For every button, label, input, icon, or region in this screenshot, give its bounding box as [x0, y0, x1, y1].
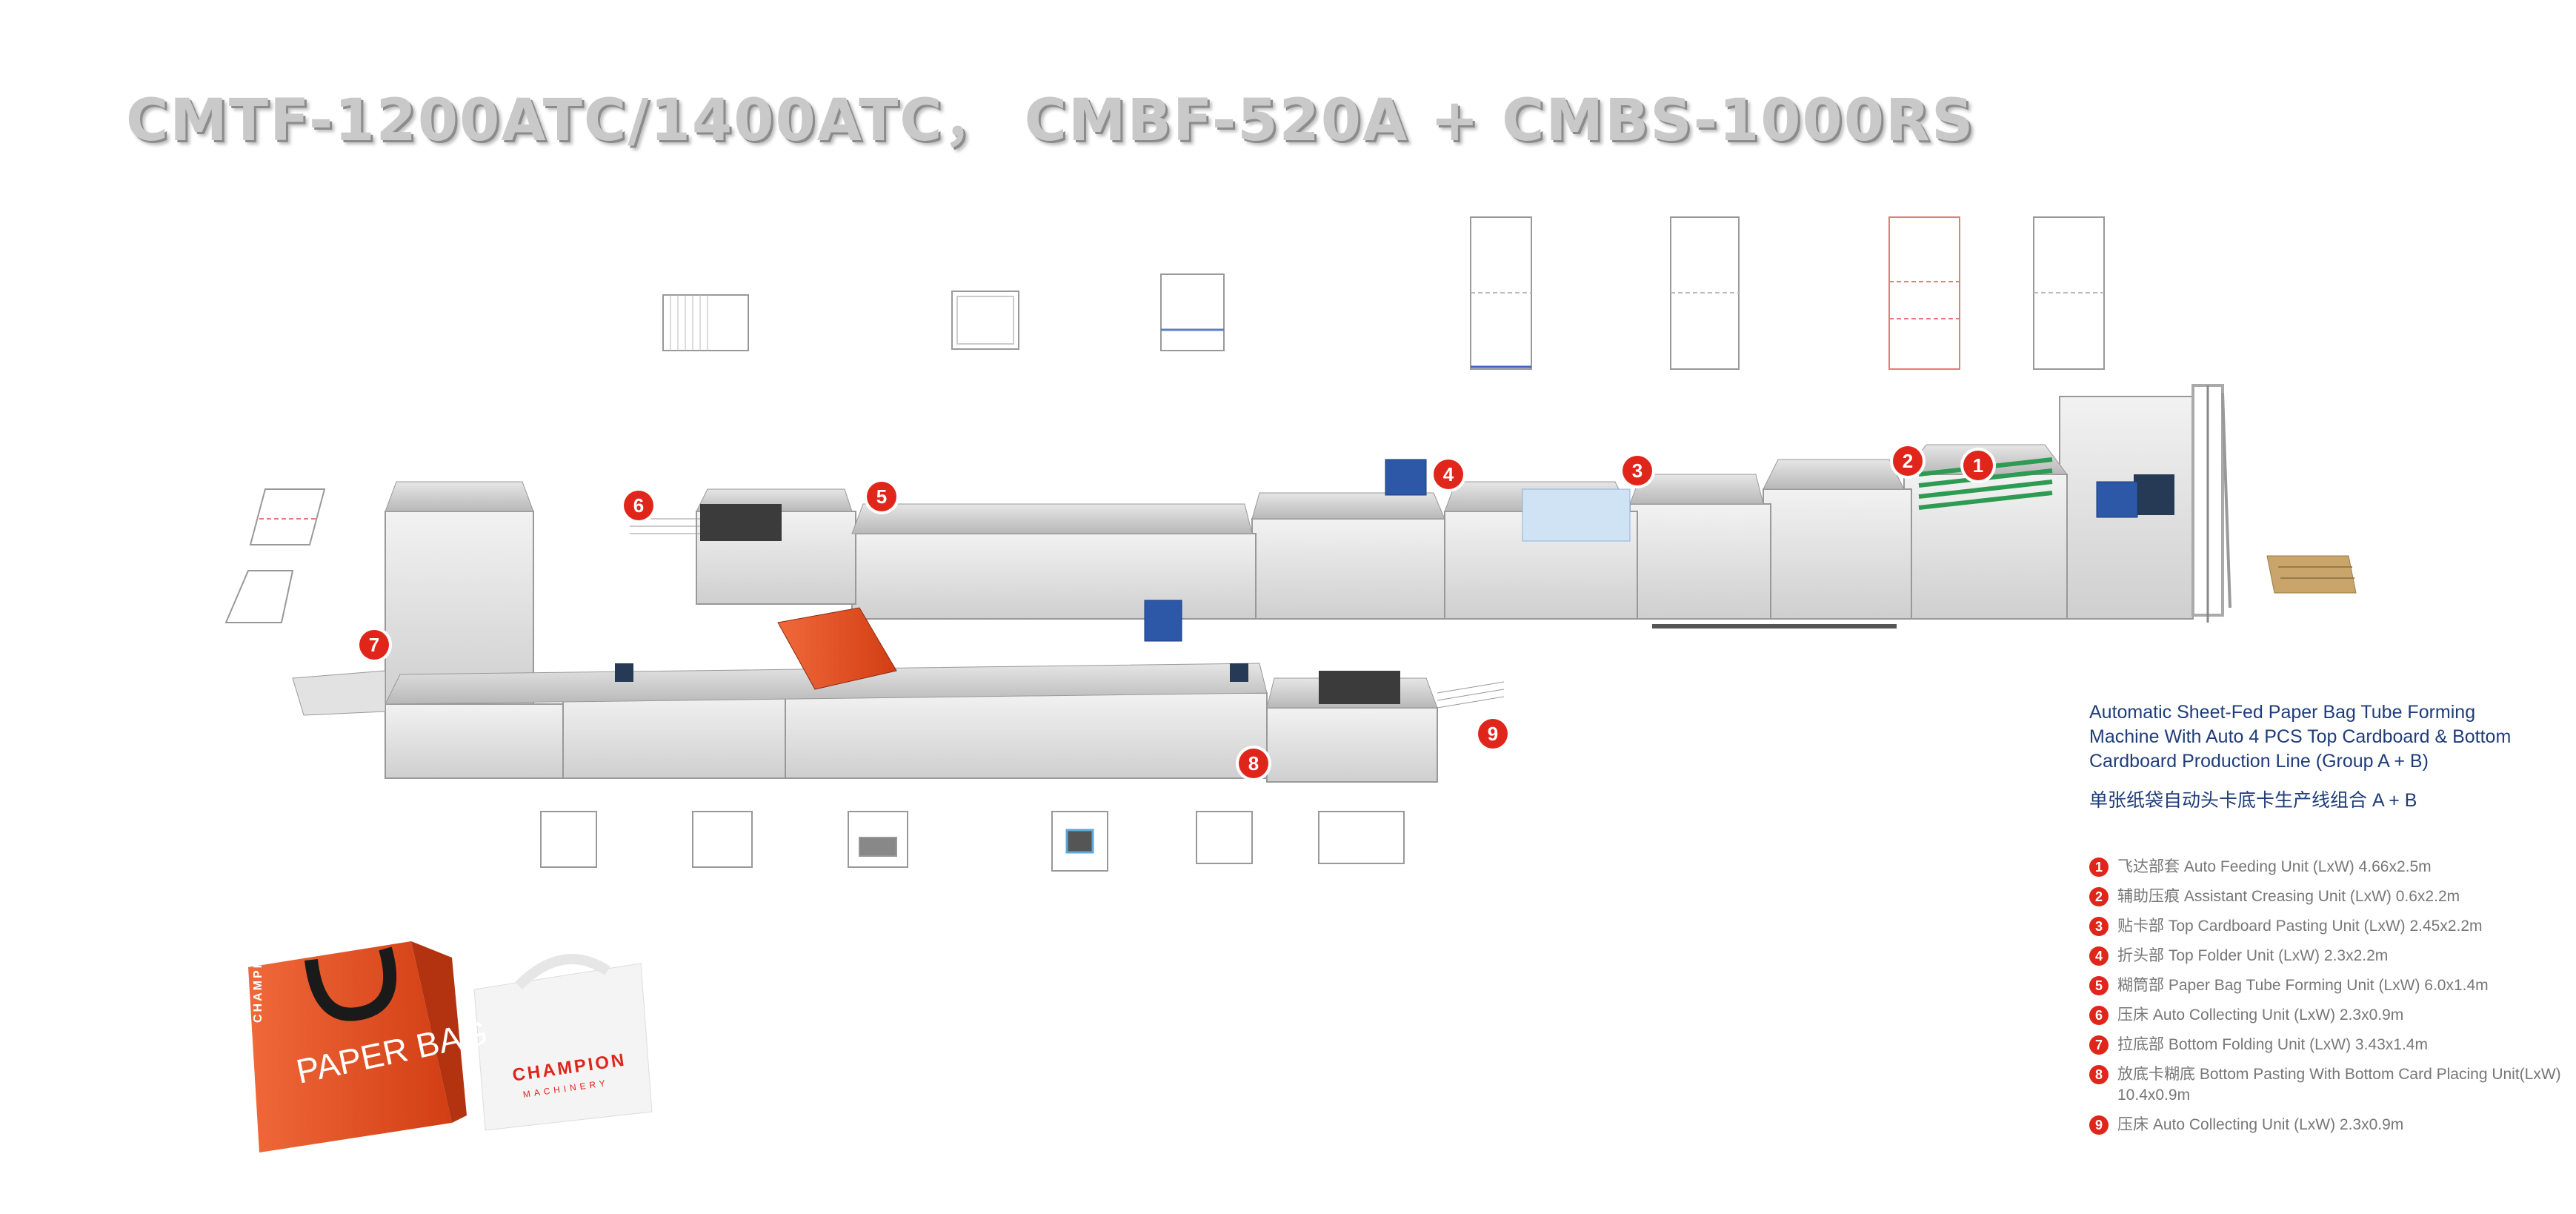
unit-item: 8 放底卡糊底 Bottom Pasting With Bottom Card P… — [2089, 1064, 2563, 1106]
callout-marker-4: 4 — [1434, 460, 1463, 489]
unit-description: 糊筒部 Paper Bag Tube Forming Unit (LxW) 6.… — [2117, 977, 2489, 994]
callout-marker-2: 2 — [1893, 446, 1923, 476]
unit-number-badge: 9 — [2089, 1115, 2109, 1135]
unit-description: 压床 Auto Collecting Unit (LxW) 2.3x0.9m — [2117, 1116, 2404, 1133]
callout-marker-8: 8 — [1239, 749, 1268, 778]
sample-sheets-top — [662, 216, 2105, 370]
unit-item: 9 压床 Auto Collecting Unit (LxW) 2.3x0.9m — [2089, 1115, 2563, 1135]
unit-description: 辅助压痕 Assistant Creasing Unit (LxW) 0.6x2… — [2117, 888, 2460, 905]
callout-marker-3: 3 — [1623, 456, 1652, 485]
unit-item: 7 拉底部 Bottom Folding Unit (LxW) 3.43x1.4m — [2089, 1035, 2563, 1055]
unit-description: 贴卡部 Top Cardboard Pasting Unit (LxW) 2.4… — [2117, 918, 2483, 935]
description-english: Automatic Sheet-Fed Paper Bag Tube Formi… — [2089, 702, 2512, 772]
unit-item: 2 辅助压痕 Assistant Creasing Unit (LxW) 0.6x… — [2089, 886, 2563, 907]
unit-item: 1 飞达部套 Auto Feeding Unit (LxW) 4.66x2.5m — [2089, 857, 2563, 878]
unit-description: 折头部 Top Folder Unit (LxW) 2.3x2.2m — [2117, 947, 2389, 964]
unit-number-badge: 4 — [2089, 946, 2109, 966]
unit-number-badge: 3 — [2089, 917, 2109, 936]
callout-marker-7: 7 — [359, 630, 389, 660]
white-paper-bag-illustration — [473, 954, 653, 1131]
orange-bag-brand: CHAMPION — [252, 940, 264, 1023]
unit-number-badge: 8 — [2089, 1065, 2109, 1084]
unit-number-badge: 1 — [2089, 858, 2109, 877]
callout-marker-6: 6 — [624, 491, 653, 520]
unit-description: 拉底部 Bottom Folding Unit (LxW) 3.43x1.4m — [2117, 1036, 2428, 1053]
unit-number-badge: 7 — [2089, 1035, 2109, 1055]
callout-marker-9: 9 — [1478, 719, 1508, 749]
page-title: CMTF-1200ATC/1400ATC， CMBF-520A + CMBS-1… — [126, 87, 1975, 154]
unit-item: 4 折头部 Top Folder Unit (LxW) 2.3x2.2m — [2089, 946, 2563, 966]
unit-number-badge: 2 — [2089, 887, 2109, 906]
orange-paper-bag-illustration — [248, 941, 467, 1152]
unit-description: 飞达部套 Auto Feeding Unit (LxW) 4.66x2.5m — [2117, 858, 2432, 875]
sample-sheets-left — [224, 488, 326, 623]
unit-description: 压床 Auto Collecting Unit (LxW) 2.3x0.9m — [2117, 1006, 2404, 1024]
description-chinese: 单张纸袋自动头卡底卡生产线组合 A + B — [2089, 790, 2417, 811]
line-description: Automatic Sheet-Fed Paper Bag Tube Formi… — [2089, 700, 2534, 813]
sample-sheets-bottom — [540, 811, 1405, 872]
unit-item: 3 贴卡部 Top Cardboard Pasting Unit (LxW) 2.… — [2089, 916, 2563, 937]
unit-number-badge: 5 — [2089, 976, 2109, 995]
unit-item: 5 糊筒部 Paper Bag Tube Forming Unit (LxW) 6… — [2089, 975, 2563, 996]
upper-line — [630, 384, 2357, 628]
unit-description: 放底卡糊底 Bottom Pasting With Bottom Card Pl… — [2117, 1066, 2561, 1104]
unit-item: 6 压床 Auto Collecting Unit (LxW) 2.3x0.9m — [2089, 1005, 2563, 1026]
lower-line — [292, 481, 1505, 783]
callout-marker-1: 1 — [1963, 451, 1993, 480]
callout-marker-5: 5 — [867, 482, 896, 511]
unit-number-badge: 6 — [2089, 1006, 2109, 1025]
